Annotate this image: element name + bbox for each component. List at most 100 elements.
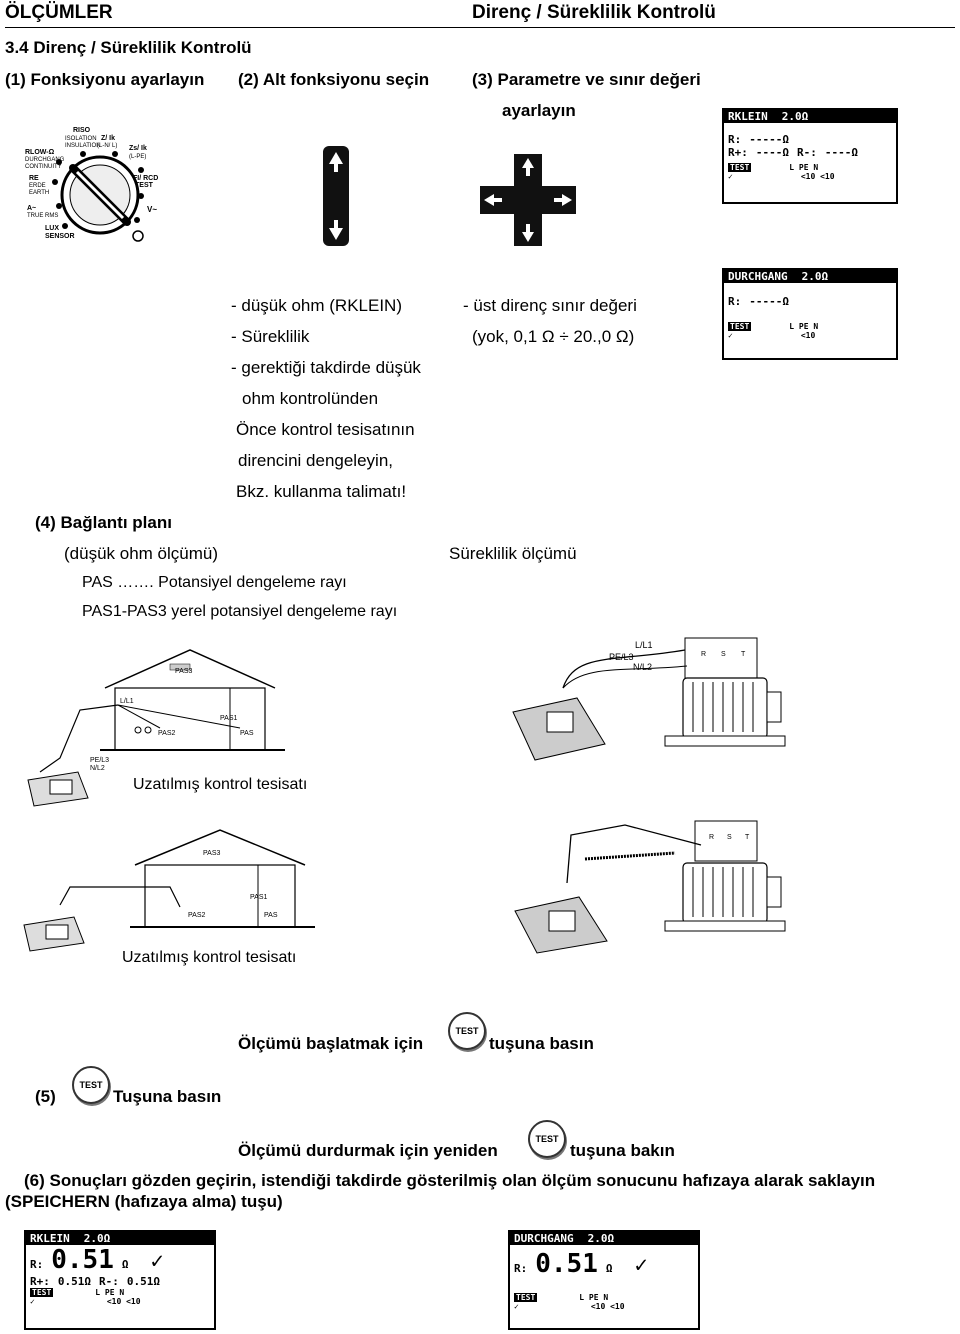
lcd-result-unit: Ω	[605, 1262, 613, 1275]
pas-label: PAS2	[158, 730, 175, 737]
step-3: (3) Parametre ve sınır değeri	[472, 70, 701, 89]
function-dial-icon: RISO ISOLATION INSULATION Z/ Ik (L-N/ L)…	[25, 127, 158, 242]
section-title: 3.4 Direnç / Süreklilik Kontrolü	[5, 38, 252, 57]
param-line-2: (yok, 0,1 Ω ÷ 20.,0 Ω)	[472, 327, 635, 346]
terminal-label: S	[721, 651, 726, 658]
lcd-check-icon: ✓	[728, 331, 733, 340]
step-5-press: Tuşuna basın	[113, 1087, 222, 1106]
lcd-terminal-values: <10 <10	[590, 1302, 625, 1311]
lcd-title: DURCHGANG	[728, 270, 788, 283]
lcd-result-value: 0.51	[535, 1249, 598, 1279]
up-down-keys-icon	[323, 146, 349, 246]
lcd-terminals: L PE N	[789, 322, 819, 331]
dial-label: V~	[147, 205, 157, 214]
pas-label: PAS	[240, 730, 254, 737]
lcd-result-unit: Ω	[121, 1258, 129, 1271]
subfunction-line: Önce kontrol tesisatının	[236, 420, 415, 439]
start-instruction: Ölçümü başlatmak için	[238, 1034, 424, 1053]
lcd-test-indicator: TEST	[514, 1293, 538, 1302]
lcd-rplus-label: R+:	[30, 1275, 50, 1288]
terminal-label: T	[745, 834, 750, 841]
stop-instruction: Ölçümü durdurmak için yeniden	[238, 1141, 498, 1160]
lcd-limit: 2.0Ω	[83, 1232, 111, 1245]
wire-label: PE/L3	[90, 757, 109, 764]
lcd-title: DURCHGANG	[514, 1232, 574, 1245]
cross-keys-icon	[480, 154, 576, 246]
lcd-r-label: R:	[514, 1262, 528, 1275]
extended-lead-caption-2: Uzatılmış kontrol tesisatı	[122, 949, 297, 966]
lcd-result-value: 0.51	[51, 1245, 114, 1275]
wire-label: L/L1	[635, 640, 653, 650]
step-1: (1) Fonksiyonu ayarlayın	[5, 70, 205, 89]
extended-lead-caption-1: Uzatılmış kontrol tesisatı	[133, 776, 308, 793]
pas-label: PAS1	[250, 894, 267, 901]
dial-label: LUX	[45, 225, 59, 232]
lcd-terminals: L PE N	[95, 1288, 125, 1297]
dial-label: TEST	[135, 182, 154, 189]
lcd-rminus-value: 0.51Ω	[126, 1275, 160, 1288]
dial-label: DURCHGANG	[25, 157, 65, 163]
test-key-icon: TEST	[72, 1066, 110, 1104]
header-right: Direnç / Süreklilik Kontrolü	[472, 2, 716, 23]
lcd-limit: 2.0Ω	[801, 270, 829, 283]
lcd-rplus-value: 0.51Ω	[57, 1275, 91, 1288]
test-key-icon: TEST	[528, 1120, 566, 1158]
lcd-check-icon: ✓	[514, 1302, 519, 1311]
motor-diagram-2: R S T	[514, 820, 786, 954]
dial-label: RE	[29, 175, 39, 182]
lcd-title: RKLEIN	[30, 1232, 70, 1245]
step-2: (2) Alt fonksiyonu seçin	[238, 70, 430, 89]
lcd-test-indicator: TEST	[30, 1288, 54, 1297]
lcd-rplus-label: R+:	[728, 146, 748, 159]
lcd-check-icon: ✓	[30, 1297, 35, 1306]
subfunction-line: - düşük ohm (RKLEIN)	[231, 296, 402, 315]
lcd-r-value: -----Ω	[749, 295, 789, 308]
terminal-label: R	[709, 834, 714, 841]
dial-label: Zs/ Ik	[129, 145, 147, 152]
house-diagram-1: PAS3 PAS1 PAS2 PAS L/L1 PE/L3 N/L2	[27, 649, 285, 807]
lcd-check-icon: ✓	[634, 1253, 648, 1278]
dial-label: RISO	[73, 127, 91, 134]
subfunction-line: - gerektiği takdirde düşük	[231, 358, 421, 377]
lcd-r-label: R:	[30, 1258, 44, 1271]
lcd-title: RKLEIN	[728, 110, 768, 123]
dial-label: RLOW-Ω	[25, 149, 55, 156]
pas13-legend: PAS1-PAS3 yerel potansiyel dengeleme ray…	[82, 603, 398, 620]
param-line-1: - üst direnç sınır değeri	[463, 296, 637, 315]
dial-label: Z/ Ik	[101, 135, 115, 142]
dial-label: ISOLATION	[65, 136, 97, 142]
lcd-terminals: L PE N	[579, 1293, 609, 1302]
header-rule	[5, 27, 955, 28]
lcd-rplus-value: ----Ω	[755, 146, 789, 159]
wire-label: PE/L3	[609, 652, 634, 662]
connection-title: (4) Bağlantı planı	[35, 513, 172, 532]
continuity-caption: Süreklilik ölçümü	[449, 544, 577, 563]
lcd-terminals: L PE N	[789, 163, 819, 172]
step-6-line-2: (SPEICHERN (hafızaya alma) tuşu)	[5, 1192, 283, 1211]
dial-label: ERDE	[29, 183, 46, 189]
lcd-check-icon: ✓	[150, 1249, 164, 1274]
dial-label: TRUE RMS	[27, 213, 58, 219]
motor-diagram-1: R S T L/L1 PE/L3 N/L2	[512, 637, 786, 761]
lcd-terminal-values: <10 <10	[106, 1297, 141, 1306]
step-3-cont: ayarlayın	[502, 101, 576, 120]
step-5-label: (5)	[35, 1087, 56, 1106]
lcd-rminus-value: ----Ω	[824, 146, 858, 159]
test-key-icon: TEST	[448, 1012, 486, 1050]
dial-label: (L-PE)	[129, 154, 146, 160]
lcd-limit: 2.0Ω	[587, 1232, 615, 1245]
step-6-line-1: (6) Sonuçları gözden geçirin, istendiği …	[24, 1171, 876, 1190]
lcd-rminus-label: R-:	[797, 146, 817, 159]
subfunction-line: ohm kontrolünden	[242, 389, 379, 408]
dial-label: FI/ RCD	[133, 175, 158, 182]
lcd-terminal-values: <10 <10	[800, 172, 835, 181]
subfunction-line: - Süreklilik	[231, 327, 310, 346]
terminal-label: S	[727, 834, 732, 841]
wire-label: N/L2	[633, 662, 652, 672]
house-diagram-2: PAS3 PAS1 PAS2 PAS	[23, 829, 315, 952]
lcd-test-indicator: TEST	[728, 163, 752, 172]
dial-label: SENSOR	[45, 233, 75, 240]
lcd-limit: 2.0Ω	[781, 110, 809, 123]
